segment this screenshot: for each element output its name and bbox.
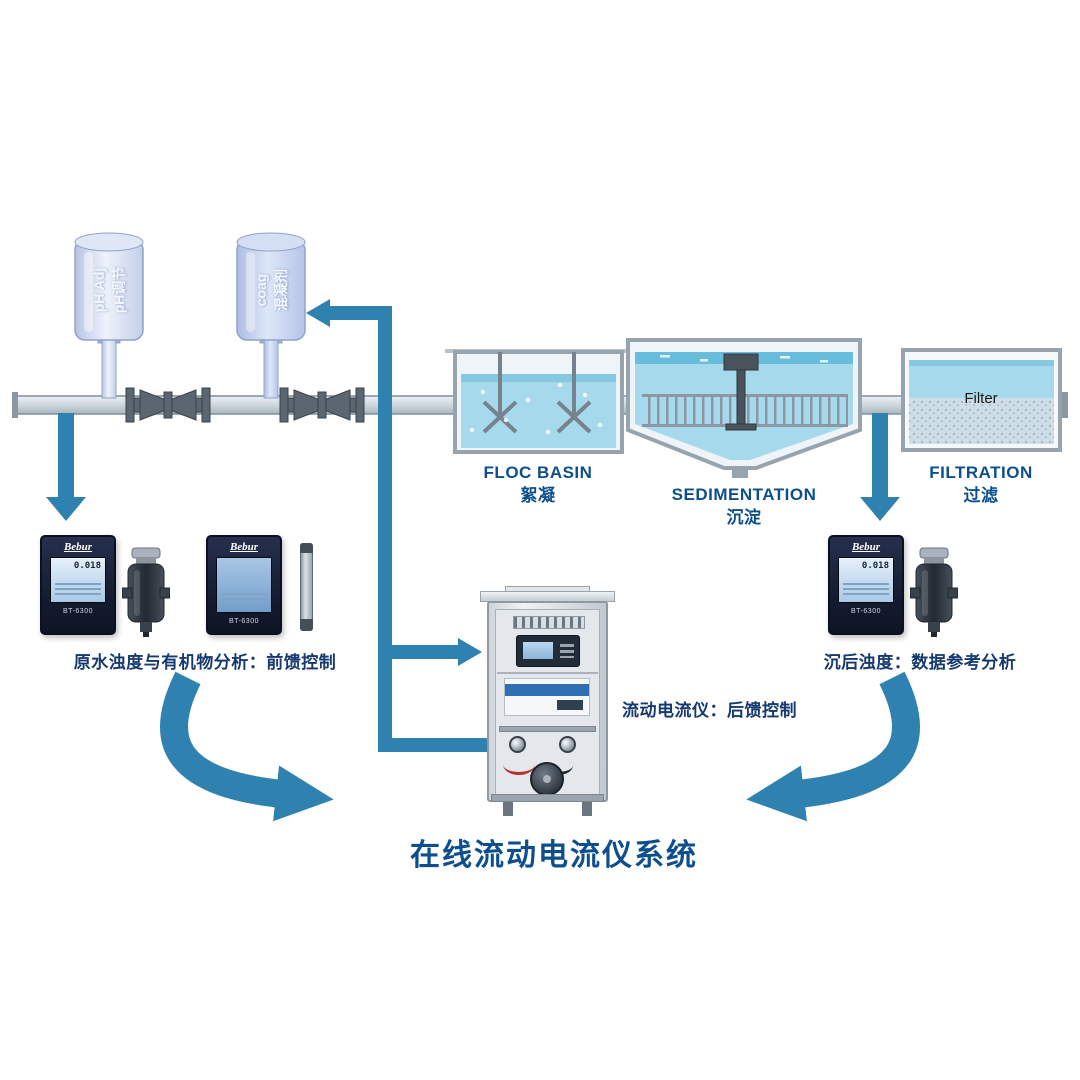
cabinet-display-module (516, 635, 580, 667)
model-label: BT-6300 (229, 618, 259, 625)
sedimentation-label-zh: 沉淀 (726, 507, 762, 527)
mixer-2 (556, 352, 592, 434)
sedimentation-basin (626, 338, 862, 478)
brand-label: Bebur (63, 541, 93, 553)
left-analyzer-caption: 原水浊度与有机物分析：前馈控制 (73, 653, 337, 672)
ph-tank-label-en: pH Adj (90, 267, 107, 313)
display-screen (523, 642, 553, 659)
floc-basin-label-zh: 絮凝 (520, 485, 556, 505)
cabinet-base (491, 794, 604, 802)
turbidity-controller-right: Bebur 0.018 BT-6300 (828, 535, 904, 635)
brand-label: Bebur (851, 541, 881, 553)
floc-basin-label-en: FLOC BASIN (483, 463, 593, 482)
flow-cell-sensor-left (122, 547, 170, 637)
ph-dosing-tank (74, 232, 144, 399)
turbidity-controller-left: Bebur 0.018 BT-6300 (40, 535, 116, 635)
filtration-label: FILTRATION 过滤 (891, 462, 1071, 508)
analyzer-stripe (505, 684, 589, 696)
bubbles (469, 382, 603, 435)
swoosh-arrows (159, 671, 921, 822)
sedimentation-label: SEDIMENTATION 沉淀 (644, 484, 844, 530)
screen-content (221, 593, 267, 607)
arrow-to-right-analyzers (860, 413, 900, 521)
static-mixer-1 (125, 387, 211, 423)
cabinet-leg-left (503, 802, 513, 816)
display-buttons (560, 644, 574, 658)
controller-screen: 0.018 (50, 557, 106, 603)
right-analyzer-caption: 沉后浊度：数据参考分析 (823, 653, 1017, 672)
pump-hub (543, 775, 551, 783)
screen-content (55, 583, 101, 597)
scraper-drive (723, 353, 759, 431)
arrow-to-left-analyzers (46, 413, 86, 521)
cabinet-analyzer-unit (504, 678, 590, 716)
flow-cell-sensor-right (910, 547, 958, 637)
tubing-manifold (499, 726, 596, 732)
static-mixer-2 (279, 387, 365, 423)
sensor-probe (300, 543, 313, 631)
ph-tank-label-zh: pH调节 (111, 266, 127, 314)
surface-ripples (660, 355, 828, 363)
brand-label: Bebur (229, 541, 259, 553)
red-tubing (503, 754, 535, 775)
cabinet-shelf (497, 672, 598, 674)
swoosh-arrow-right (746, 671, 921, 822)
sample-pump (530, 762, 564, 796)
center-analyzer-caption: 流动电流仪：后馈控制 (622, 701, 797, 720)
probe-tip (300, 619, 313, 631)
cabinet-vent (513, 616, 585, 629)
swoosh-arrow-left (159, 671, 334, 822)
sedimentation-label-en: SEDIMENTATION (671, 485, 817, 504)
organics-controller-left: Bebur BT-6300 (206, 535, 282, 635)
model-label: BT-6300 (851, 608, 881, 615)
model-label: BT-6300 (63, 608, 93, 615)
pump-head-right (559, 736, 576, 753)
screen-reading: 0.018 (73, 561, 101, 571)
controller-screen (216, 557, 272, 613)
streaming-current-analyzer-cabinet (480, 586, 615, 818)
controller-screen: 0.018 (838, 557, 894, 603)
ph-tank-label: pH Adj pH调节 (75, 240, 143, 340)
analyzer-screen (557, 700, 583, 710)
filtration-label-zh: 过滤 (963, 485, 999, 505)
screen-reading: 0.018 (861, 561, 889, 571)
filter-media-label: Filter (964, 390, 998, 407)
pump-head-left (509, 736, 526, 753)
screen-content (843, 583, 889, 597)
cabinet-leg-right (582, 802, 592, 816)
filtration-label-en: FILTRATION (929, 463, 1033, 482)
filtration-basin (901, 348, 1062, 452)
coag-dosing-signal-line (306, 299, 492, 752)
mixer-1 (482, 352, 518, 434)
coag-tank-label: coag 混凝剂 (237, 240, 305, 340)
flow-arrows (46, 299, 900, 752)
floc-basin (445, 349, 633, 454)
probe-cap (300, 543, 313, 553)
floc-basin-label: FLOC BASIN 絮凝 (448, 462, 628, 508)
coag-tank-label-zh: 混凝剂 (273, 269, 289, 311)
diagram-title: 在线流动电流仪系统 (410, 839, 698, 872)
coag-tank-label-en: coag (252, 273, 269, 307)
coagulant-dosing-tank (236, 232, 306, 399)
